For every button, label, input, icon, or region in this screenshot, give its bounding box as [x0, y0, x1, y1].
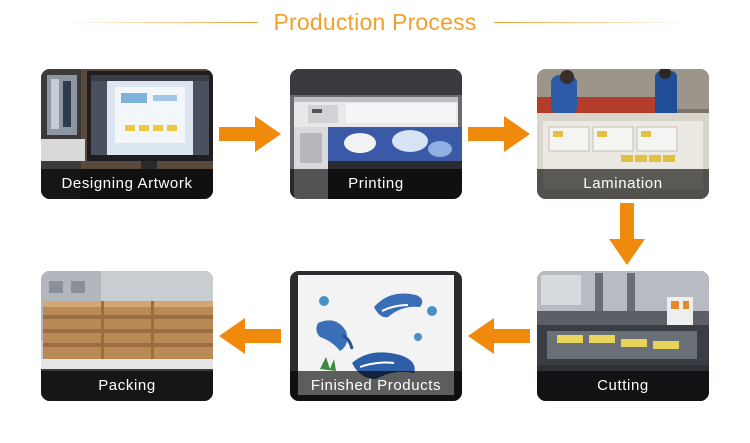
step-printing: Printing	[290, 69, 462, 199]
step-label: Finished Products	[290, 371, 462, 401]
arrow-left-icon	[219, 318, 281, 354]
page-title: Production Process	[273, 9, 477, 35]
step-packing: Packing	[41, 271, 213, 401]
step-finished-products: Finished Products	[290, 271, 462, 401]
step-label: Packing	[41, 371, 213, 401]
title-divider-left	[62, 22, 258, 23]
arrow-left-icon	[468, 318, 530, 354]
arrow-right-icon	[219, 116, 281, 152]
step-label: Printing	[290, 169, 462, 199]
arrow-right-icon	[468, 116, 530, 152]
step-cutting: Cutting	[537, 271, 709, 401]
step-lamination: Lamination	[537, 69, 709, 199]
arrow-down-icon	[609, 203, 645, 265]
step-label: Lamination	[537, 169, 709, 199]
step-label: Cutting	[537, 371, 709, 401]
title-divider-right	[494, 22, 690, 23]
header: Production Process	[0, 6, 750, 38]
step-label: Designing Artwork	[41, 169, 213, 199]
step-designing-artwork: Designing Artwork	[41, 69, 213, 199]
